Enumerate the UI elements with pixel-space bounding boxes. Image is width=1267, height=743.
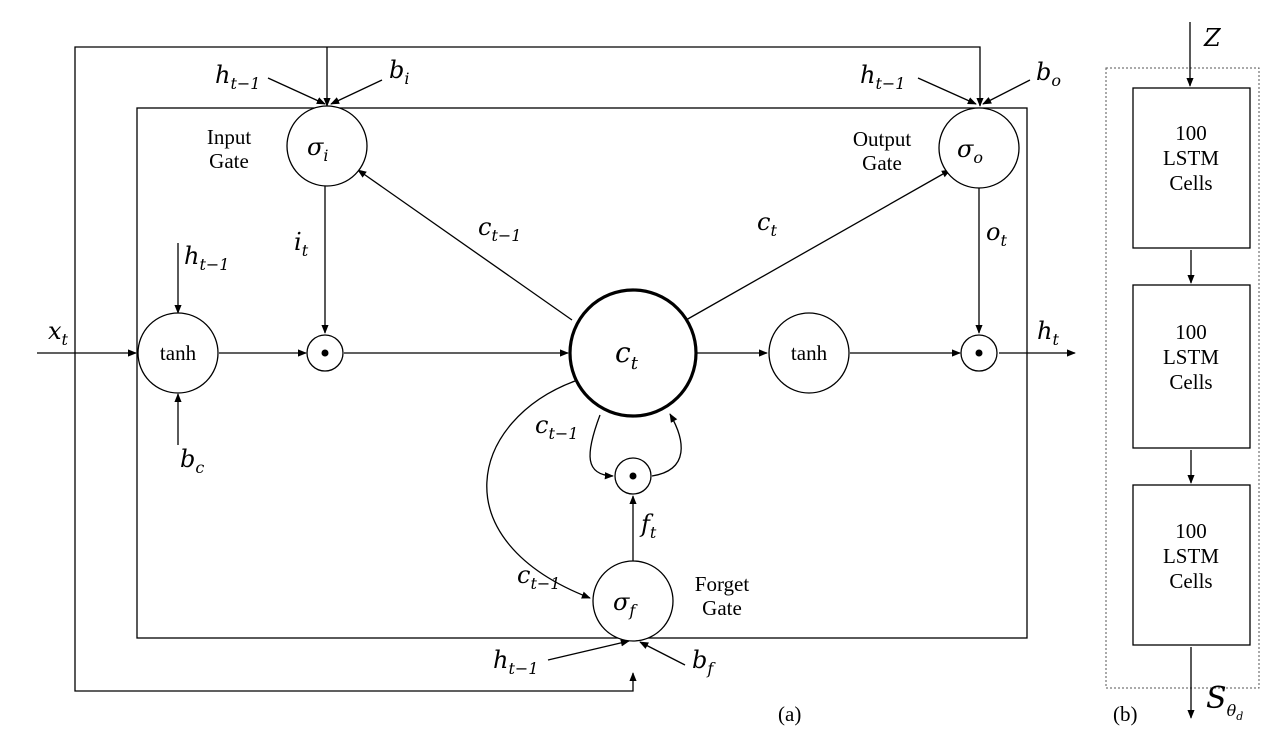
cell-boundary	[136, 107, 1028, 639]
lstm-cell-panel: σi σo σf ct tanh tanh Input Gate Output …	[37, 46, 1076, 726]
output-gate-node	[938, 107, 1020, 189]
lstm-block-2	[1132, 284, 1251, 449]
cell-state-node	[568, 288, 698, 418]
peephole-c-prev-forget	[486, 380, 591, 599]
b-c-label: bc	[180, 445, 204, 477]
input-gate-label-2: Gate	[209, 149, 249, 173]
output-gate-label: Output	[853, 127, 912, 151]
h-prev-to-forget-gate	[547, 639, 630, 661]
cell-loop-down	[589, 414, 614, 480]
block-1-line3: Cells	[1169, 171, 1212, 195]
block-3-line3: Cells	[1169, 569, 1212, 593]
b-f-label: bf	[692, 646, 716, 678]
x-feed-bottom-path	[74, 353, 637, 692]
forget-gate-node	[592, 560, 674, 642]
b-o-label: bo	[1036, 58, 1061, 90]
tanh-out-node	[768, 312, 850, 394]
block-1-line2: LSTM	[1163, 146, 1219, 170]
input-gate-label: Input	[207, 125, 251, 149]
mult-forget-dot	[629, 472, 637, 480]
caption-b: (b)	[1113, 702, 1138, 726]
cell-state-symbol: ct	[615, 336, 639, 374]
block-2-line2: LSTM	[1163, 345, 1219, 369]
forget-gate-label: Forget	[695, 572, 750, 596]
h-prev-output-gate-label: ht−1	[860, 61, 905, 93]
block-3-line2: LSTM	[1163, 544, 1219, 568]
tanh-in-node	[137, 312, 219, 394]
i-t-label: it	[294, 228, 309, 260]
caption-a: (a)	[778, 702, 801, 726]
output-gate-label-2: Gate	[862, 151, 902, 175]
block-2-line3: Cells	[1169, 370, 1212, 394]
f-t-label: ft	[639, 510, 657, 542]
c-prev-input-label: ct−1	[478, 213, 521, 245]
s-theta-output-label: Sθd	[1206, 681, 1243, 723]
b-i-to-input-gate	[330, 79, 383, 105]
h-prev-tanh-label: ht−1	[184, 242, 229, 274]
block-3-line1: 100	[1175, 519, 1207, 543]
forget-gate-label-2: Gate	[702, 596, 742, 620]
c-prev-loop-label: ct−1	[535, 411, 578, 443]
z-input-label: Z	[1203, 24, 1222, 52]
h-prev-to-output-gate	[917, 77, 977, 105]
stack-boundary	[1105, 67, 1260, 689]
x-t-label: xt	[48, 317, 69, 349]
peephole-c-prev-input	[357, 169, 573, 321]
forget-gate-symbol: σf	[613, 588, 638, 620]
c-prev-forget-label: ct−1	[517, 561, 560, 593]
b-o-to-output-gate	[982, 79, 1031, 105]
mult-input-dot	[321, 349, 329, 357]
x-feed-top-path	[74, 46, 984, 353]
output-gate-symbol: σo	[957, 135, 983, 167]
tanh-out-label: tanh	[791, 341, 828, 365]
h-prev-to-input-gate	[267, 77, 326, 105]
input-gate-symbol: σi	[307, 133, 329, 165]
block-2-line1: 100	[1175, 320, 1207, 344]
b-f-to-forget-gate	[639, 641, 686, 666]
input-gate-node	[286, 105, 368, 187]
h-t-output-label: ht	[1037, 317, 1059, 349]
lstm-block-3	[1132, 484, 1251, 646]
mult-output-dot	[975, 349, 983, 357]
peephole-c-output	[685, 169, 951, 321]
b-i-label: bi	[389, 56, 410, 88]
block-1-line1: 100	[1175, 121, 1207, 145]
h-prev-forget-gate-label: ht−1	[493, 646, 538, 678]
lstm-stack-panel: Z 100 LSTM Cells 100 LSTM Cells 100 LSTM…	[1105, 22, 1260, 726]
h-prev-input-gate-label: ht−1	[215, 61, 260, 93]
c-t-output-label: ct	[757, 208, 777, 240]
cell-loop-up	[651, 413, 682, 477]
o-t-label: ot	[986, 218, 1007, 250]
lstm-block-1	[1132, 87, 1251, 249]
tanh-in-label: tanh	[160, 341, 197, 365]
